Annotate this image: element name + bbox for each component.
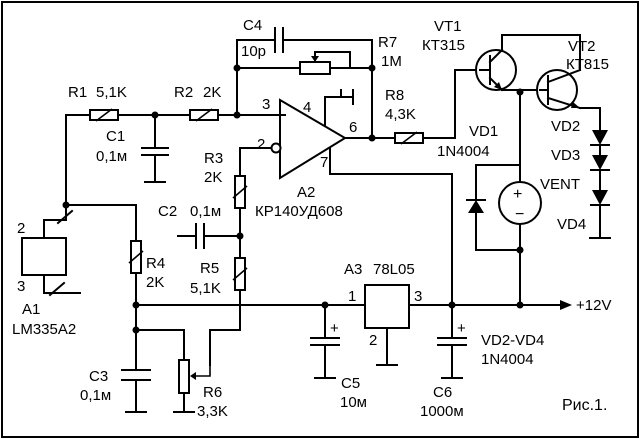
- capacitor-c3: [121, 369, 151, 381]
- label-r6-value: 3,3K: [197, 403, 228, 420]
- label-a1-pin3: 3: [17, 278, 25, 295]
- label-a1-pin2: 2: [17, 220, 25, 237]
- resistor-r3: [232, 175, 248, 209]
- resistor-r7: [299, 52, 331, 75]
- label-c1-value: 0,1м: [96, 148, 127, 165]
- label-vent: VENT: [540, 176, 580, 193]
- label-vd1-ref: VD1: [469, 123, 498, 140]
- resistor-r1: [89, 108, 119, 122]
- label-a2-pin6: 6: [349, 119, 357, 136]
- capacitor-c4: [274, 27, 284, 53]
- label-r5-value: 5,1K: [190, 280, 221, 297]
- label-c6-value: 1000м: [420, 403, 464, 420]
- label-a1-value: LM335A2: [12, 321, 76, 338]
- figure-caption: Рис.1.: [562, 397, 607, 414]
- label-c3-ref: C3: [89, 368, 108, 385]
- label-vd1-value: 1N4004: [437, 143, 490, 160]
- label-c2-ref: C2: [158, 203, 177, 220]
- label-vt1-value: КТ315: [422, 37, 465, 54]
- label-vd2-ref: VD2: [551, 118, 580, 135]
- fan-minus-sign: −: [515, 206, 524, 223]
- label-vt2-value: КТ815: [566, 56, 609, 73]
- diode-vd2: [590, 130, 610, 146]
- fan-plus-sign: +: [513, 186, 522, 203]
- wires: [43, 34, 601, 413]
- labels: R1 5,1K R2 2K C1 0,1м C4 10p R7 1M 3 4 2…: [12, 17, 611, 420]
- label-r3-ref: R3: [204, 150, 223, 167]
- diode-vd4: [590, 190, 610, 206]
- diode-vd1: [466, 199, 486, 213]
- label-vd2-vd4-ref: VD2-VD4: [481, 332, 544, 349]
- fan-vent: + −: [498, 181, 542, 225]
- resistor-r2: [189, 108, 219, 122]
- label-vd4-ref: VD4: [557, 216, 586, 233]
- label-a2-pin7: 7: [320, 154, 328, 171]
- label-c4-value: 10p: [241, 43, 266, 60]
- sensor-a1: [21, 209, 74, 297]
- label-vd2-vd4-value: 1N4004: [481, 351, 534, 368]
- label-r1-ref: R1: [68, 84, 87, 101]
- label-a3-value: 78L05: [373, 261, 415, 278]
- label-c2-value: 0,1м: [190, 203, 221, 220]
- ground-symbols: [59, 89, 611, 413]
- label-supply: +12V: [576, 297, 611, 314]
- capacitor-c2: [195, 223, 205, 249]
- regulator-a3: [364, 284, 410, 329]
- c6-plus-sign: +: [457, 320, 466, 337]
- transistor-vt2: [536, 68, 582, 111]
- label-a3-pin3: 3: [414, 288, 422, 305]
- diode-vd3: [590, 155, 610, 171]
- label-r2-ref: R2: [174, 84, 193, 101]
- label-r3-value: 2K: [204, 169, 222, 186]
- label-a2-pin2: 2: [257, 136, 265, 153]
- label-a2-value: КР140УД608: [255, 203, 343, 220]
- capacitor-c6: +: [437, 320, 467, 346]
- label-a2-pin4: 4: [303, 99, 311, 116]
- label-r4-ref: R4: [146, 255, 165, 272]
- label-r8-value: 4,3K: [385, 106, 416, 123]
- label-c6-ref: C6: [433, 384, 452, 401]
- label-r4-value: 2K: [146, 274, 164, 291]
- resistor-r6: [178, 359, 211, 394]
- capacitor-c5: +: [310, 320, 340, 346]
- label-r2-value: 2K: [203, 84, 221, 101]
- label-c5-ref: C5: [341, 375, 360, 392]
- resistor-r8: [394, 131, 424, 145]
- c5-plus-sign: +: [330, 320, 339, 337]
- label-vt2-ref: VT2: [568, 38, 596, 55]
- label-a3-pin1: 1: [348, 288, 356, 305]
- opamp-a2: [270, 98, 347, 180]
- label-vd3-ref: VD3: [551, 147, 580, 164]
- label-r7-ref: R7: [378, 34, 397, 51]
- label-a3-pin2: 2: [369, 332, 377, 349]
- label-r1-value: 5,1K: [96, 84, 127, 101]
- resistor-r5: [232, 257, 248, 291]
- label-r7-value: 1M: [381, 53, 402, 70]
- label-c3-value: 0,1м: [80, 387, 111, 404]
- label-vt1-ref: VT1: [434, 18, 462, 35]
- label-c5-value: 10м: [340, 394, 367, 411]
- label-c4-ref: C4: [243, 17, 262, 34]
- label-r8-ref: R8: [385, 87, 404, 104]
- label-a3-ref: A3: [344, 261, 362, 278]
- capacitor-c1: [141, 147, 169, 156]
- label-r5-ref: R5: [200, 260, 219, 277]
- label-a2-ref: A2: [297, 184, 315, 201]
- transistor-vt1: [475, 48, 517, 92]
- label-a1-ref: A1: [22, 301, 40, 318]
- junctions: [62, 64, 524, 334]
- label-r6-ref: R6: [203, 384, 222, 401]
- resistor-r4: [128, 240, 144, 274]
- supply-arrow-icon: [560, 300, 572, 310]
- label-a2-pin3: 3: [262, 96, 270, 113]
- label-c1-ref: C1: [106, 128, 125, 145]
